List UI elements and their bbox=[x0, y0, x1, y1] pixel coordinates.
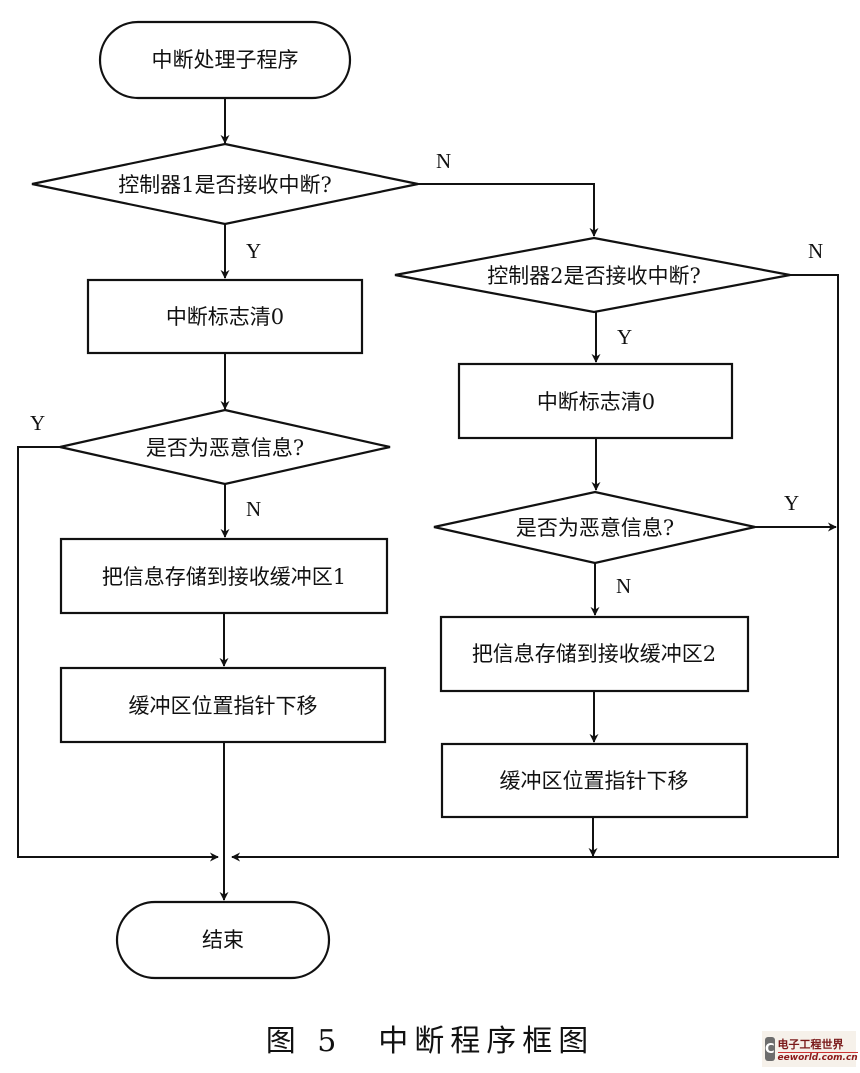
figure-caption: 图 5 中断程序框图 bbox=[265, 1024, 595, 1059]
label-malicious2-yes: Y bbox=[784, 491, 799, 515]
process-store-buffer-2-label: 把信息存储到接收缓冲区2 bbox=[472, 642, 716, 666]
decision-ctrl2-label: 控制器2是否接收中断? bbox=[487, 264, 701, 288]
label-ctrl2-no: N bbox=[808, 239, 823, 263]
process-clear-flag-1-label: 中断标志清0 bbox=[166, 305, 284, 329]
eeworld-logo-icon: C bbox=[765, 1037, 775, 1061]
watermark-domain: eeworld.com.cn bbox=[777, 1052, 858, 1063]
process-move-pointer-1-label: 缓冲区位置指针下移 bbox=[129, 694, 318, 718]
flowchart: 中断处理子程序 控制器1是否接收中断? Y 中断标志清0 是否为恶意信息? N … bbox=[17, 20, 839, 980]
edge-malicious1-yes bbox=[17, 446, 219, 862]
decision-malicious-1-label: 是否为恶意信息? bbox=[146, 436, 304, 460]
process-move-pointer-2-label: 缓冲区位置指针下移 bbox=[500, 769, 689, 793]
process-clear-flag-2-label: 中断标志清0 bbox=[537, 390, 655, 414]
watermark-logo: C 电子工程世界 eeworld.com.cn bbox=[762, 1031, 858, 1067]
process-store-buffer-1-label: 把信息存储到接收缓冲区1 bbox=[102, 565, 346, 589]
decision-malicious-2-label: 是否为恶意信息? bbox=[516, 516, 674, 540]
end-terminal bbox=[115, 900, 331, 980]
process-clear-flag-1 bbox=[86, 278, 364, 355]
label-ctrl1-yes: Y bbox=[246, 239, 261, 263]
start-terminal-label: 中断处理子程序 bbox=[152, 48, 299, 72]
label-ctrl1-no: N bbox=[436, 149, 451, 173]
watermark-name: 电子工程世界 bbox=[777, 1036, 858, 1053]
process-store-buffer-2 bbox=[439, 615, 750, 693]
label-malicious2-no: N bbox=[616, 574, 631, 598]
label-malicious1-no: N bbox=[246, 497, 261, 521]
edge-ctrl1-no bbox=[418, 183, 599, 237]
process-move-pointer-2 bbox=[440, 742, 749, 819]
end-terminal-label: 结束 bbox=[202, 928, 244, 952]
edge-ctrl2-no bbox=[231, 274, 839, 862]
decision-ctrl1-label: 控制器1是否接收中断? bbox=[118, 173, 332, 197]
process-store-buffer-1 bbox=[59, 537, 389, 615]
decision-ctrl2 bbox=[394, 236, 791, 314]
label-ctrl2-yes: Y bbox=[617, 325, 632, 349]
label-malicious1-yes: Y bbox=[30, 411, 45, 435]
process-clear-flag-2 bbox=[457, 362, 734, 440]
